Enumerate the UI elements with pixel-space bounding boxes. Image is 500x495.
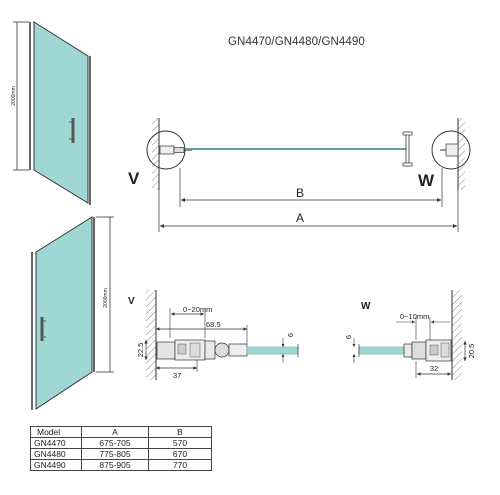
model-dimension-table: Model A B GN4470 675-705 570 GN4480 775-… (30, 426, 212, 471)
glass-panel-upper (33, 21, 89, 204)
detail-w-depth: 20.5 (467, 344, 476, 359)
detail-circle-w (431, 130, 471, 170)
detail-w-label: W (361, 301, 371, 312)
height-label-upper: 2000mm (11, 86, 17, 105)
plan-view: V W B A (128, 118, 471, 232)
table-cell: 670 (148, 448, 212, 460)
table-cell: GN4480 (30, 448, 82, 460)
detail-v-label: V (128, 296, 135, 307)
detail-v-width: 68.5 (206, 320, 221, 329)
table-header: A (81, 426, 149, 438)
table-header-row: Model A B (30, 426, 212, 438)
height-label-lower: 2000mm (103, 288, 109, 307)
table-cell: 570 (148, 437, 212, 449)
detail-w-adjust: 0~10mm (400, 312, 429, 321)
detail-v-glass (246, 346, 299, 355)
table-row: GN4470 675-705 570 (30, 437, 212, 449)
table-cell: 675-705 (81, 437, 149, 449)
detail-v-thickness: 6 (286, 333, 295, 337)
table-cell: GN4470 (30, 437, 82, 449)
door-elevation-upper: 2000mm (11, 21, 91, 205)
dimension-label-a: A (296, 211, 304, 225)
table-cell: 775-805 (81, 448, 149, 460)
table-cell: 770 (148, 459, 212, 471)
dimension-label-b: B (296, 186, 304, 200)
plan-label-v: V (128, 169, 140, 188)
detail-v-depth: 22.5 (136, 343, 145, 358)
detail-w-thickness: 6 (344, 335, 353, 339)
door-elevation-lower: 2000mm (31, 216, 114, 410)
detail-v-adjust: 0~20mm (183, 305, 212, 314)
detail-v: V 0~20mm 68.5 6 22.5 37 (128, 290, 299, 380)
plan-label-w: W (418, 171, 435, 190)
table-header: B (148, 426, 212, 438)
table-header: Model (30, 426, 82, 438)
table-row: GN4490 875-905 770 (30, 459, 212, 471)
product-title: GN4470/GN4480/GN4490 (228, 36, 365, 48)
table-row: GN4480 775-805 670 (30, 448, 212, 460)
detail-w-offset: 32 (430, 364, 438, 373)
glass-panel-lower (35, 216, 93, 410)
detail-w: W 0~10mm 6 20.5 32 (344, 290, 476, 380)
table-cell: GN4490 (30, 459, 82, 471)
table-cell: 875-905 (81, 459, 149, 471)
detail-v-offset: 37 (173, 371, 181, 380)
detail-w-glass (358, 346, 405, 355)
